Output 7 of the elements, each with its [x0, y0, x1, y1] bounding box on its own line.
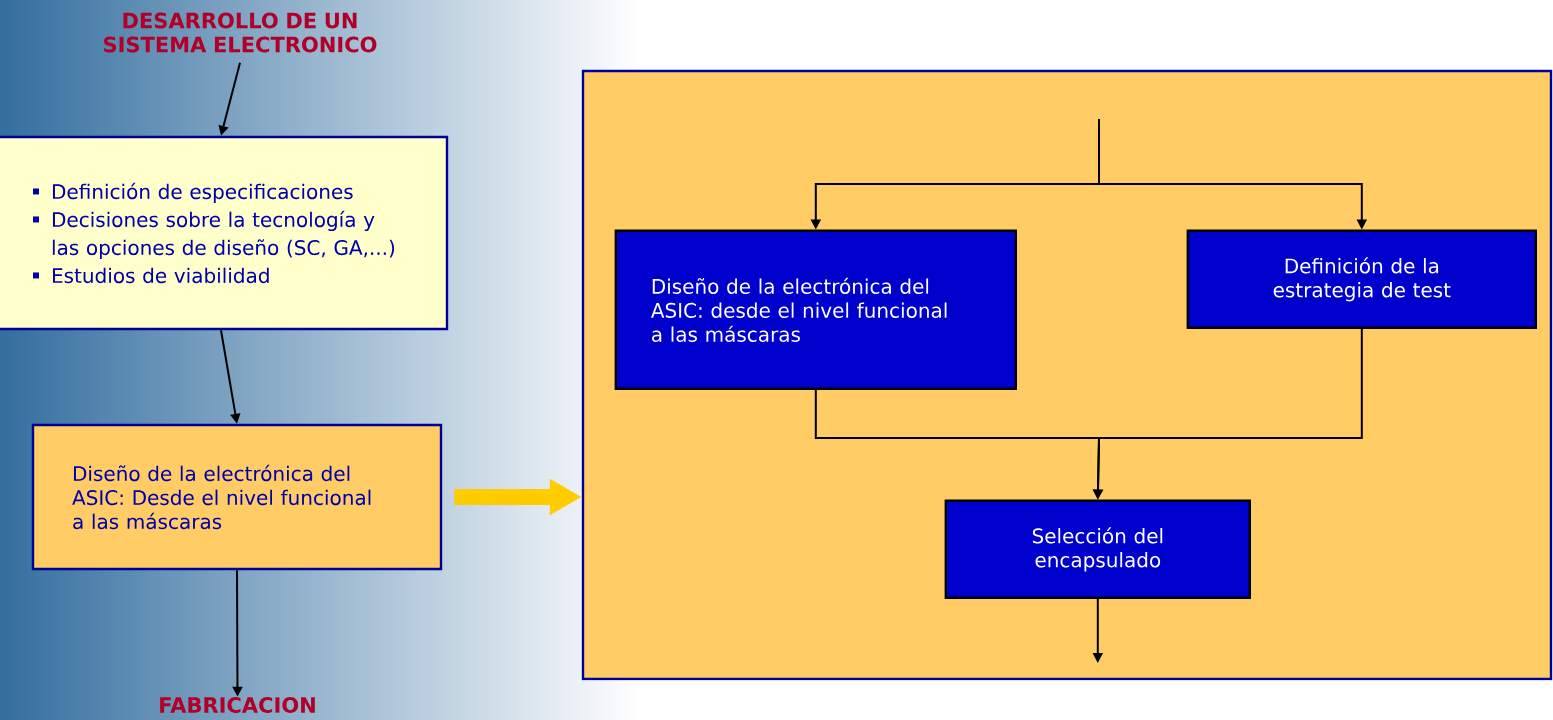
process-box: Diseño de la electrónica del ASIC: Desde el nivel funcional a las máscaras	[31, 423, 443, 571]
heading-text: FABRICACION	[160, 697, 315, 713]
process-box: Selección del encapsulado	[944, 499, 1251, 599]
process-box: Definición de la estrategia de test	[1186, 229, 1537, 329]
process-box: Diseño de la electrónica del ASIC: desde el nivel funcional a las máscaras	[614, 229, 1017, 390]
bullet-list-box: Definición de especificaciones Decisiones sobre la tecnología y las opciones de diseño (SC, GA,...) Estudios de viabilidad	[0, 135, 449, 331]
heading-text: DESARROLLO DE UN SISTEMA ELECTRONICO	[104, 12, 377, 53]
